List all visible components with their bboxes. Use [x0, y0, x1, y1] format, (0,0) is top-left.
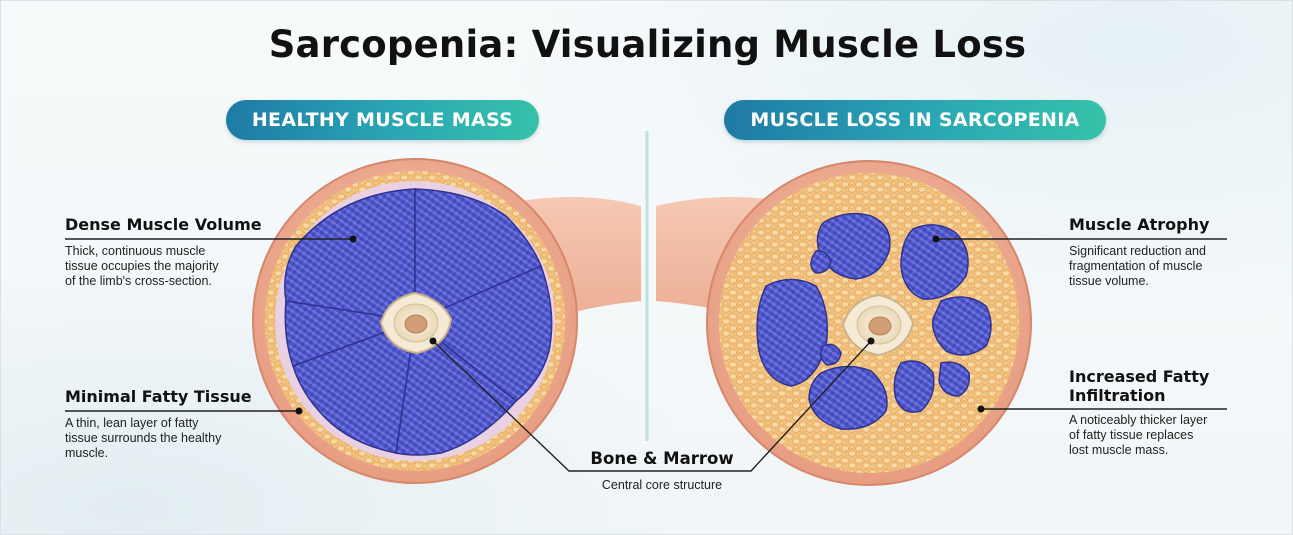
- dense-muscle-line-2: tissue occupies the majority: [65, 259, 219, 273]
- dense-muscle-annotation: Dense Muscle Volume Thick, continuous mu…: [65, 215, 305, 289]
- dense-muscle-line-3: of the limb's cross-section.: [65, 274, 212, 288]
- atrophy-line-3: tissue volume.: [1069, 274, 1149, 288]
- muscle-atrophy-annotation: Muscle Atrophy Significant reduction and…: [1069, 215, 1279, 289]
- atrophy-line-2: fragmentation of muscle: [1069, 259, 1202, 273]
- fatty-infiltration-annotation: Increased Fatty Infiltration A noticeabl…: [1069, 367, 1279, 458]
- fatty-infiltration-title-line-2: Infiltration: [1069, 386, 1166, 405]
- bone-marrow-title: Bone & Marrow: [541, 449, 783, 468]
- minimal-fat-line-2: tissue surrounds the healthy: [65, 431, 221, 445]
- bone-marrow-description: Central core structure: [541, 478, 783, 492]
- minimal-fat-description: A thin, lean layer of fatty tissue surro…: [65, 416, 305, 461]
- fatty-infiltration-line-2: of fatty tissue replaces: [1069, 428, 1193, 442]
- fatty-infiltration-title-line-1: Increased Fatty: [1069, 367, 1209, 386]
- dense-muscle-line-1: Thick, continuous muscle: [65, 244, 205, 258]
- dense-muscle-description: Thick, continuous muscle tissue occupies…: [65, 244, 305, 289]
- fatty-infiltration-description: A noticeably thicker layer of fatty tiss…: [1069, 413, 1279, 458]
- minimal-fat-line-3: muscle.: [65, 446, 108, 460]
- fatty-infiltration-title: Increased Fatty Infiltration: [1069, 367, 1279, 405]
- muscle-atrophy-title: Muscle Atrophy: [1069, 215, 1279, 234]
- minimal-fat-title: Minimal Fatty Tissue: [65, 387, 305, 406]
- bone-marrow-annotation: Bone & Marrow Central core structure: [541, 449, 783, 492]
- atrophy-line-1: Significant reduction and: [1069, 244, 1206, 258]
- dense-muscle-title: Dense Muscle Volume: [65, 215, 305, 234]
- muscle-atrophy-description: Significant reduction and fragmentation …: [1069, 244, 1279, 289]
- minimal-fat-annotation: Minimal Fatty Tissue A thin, lean layer …: [65, 387, 305, 461]
- minimal-fat-line-1: A thin, lean layer of fatty: [65, 416, 198, 430]
- fatty-infiltration-line-1: A noticeably thicker layer: [1069, 413, 1207, 427]
- fatty-infiltration-line-3: lost muscle mass.: [1069, 443, 1168, 457]
